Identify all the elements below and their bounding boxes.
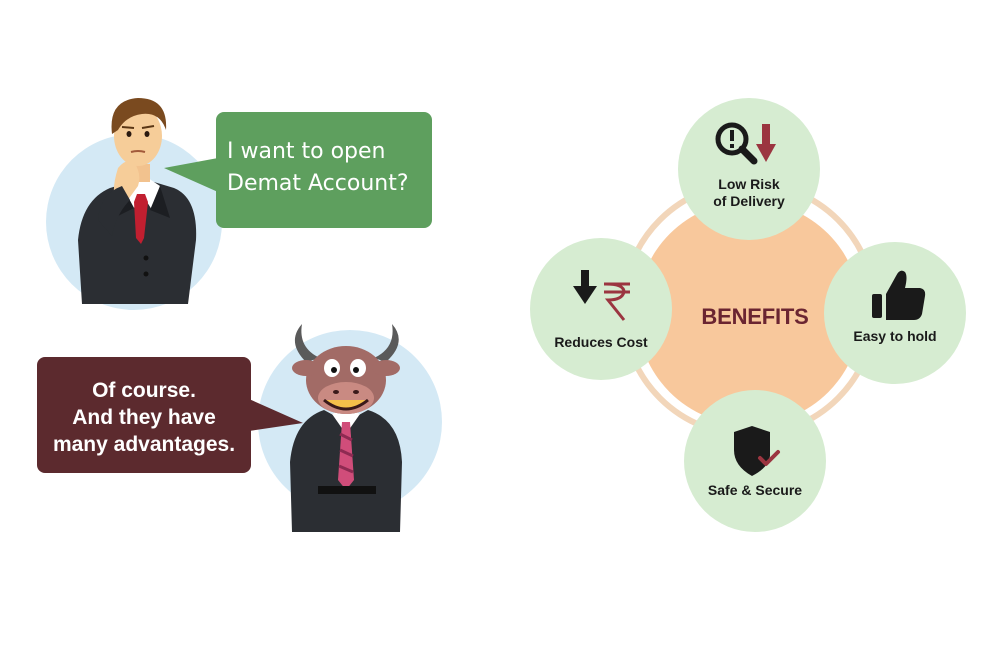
benefits-title: BENEFITS — [701, 304, 809, 329]
magnifier-exclamation-down-arrow-icon — [715, 122, 776, 165]
down-arrow-rupee-icon — [573, 270, 630, 321]
benefit-node-low-risk — [678, 98, 820, 240]
benefits-center-circle — [637, 201, 861, 425]
question-line-2: Demat Account? — [227, 171, 409, 196]
benefit-label-line: Safe & Secure — [707, 482, 803, 498]
shield-check-icon — [734, 426, 780, 476]
benefit-label-easy-to-hold: Easy to hold — [828, 328, 962, 345]
benefit-label-line: Easy to hold — [853, 328, 937, 344]
bull-avatar — [258, 324, 442, 532]
speech-bubble-tail — [164, 158, 218, 192]
thumbs-up-icon — [872, 270, 926, 320]
question-speech-bubble: I want to open Demat Account? — [164, 112, 432, 228]
answer-line-3: many advantages. — [52, 433, 236, 456]
benefits-ring — [620, 180, 878, 438]
question-line-1: I want to open — [227, 139, 386, 164]
benefit-label-safe-secure: Safe & Secure — [690, 482, 820, 499]
benefit-label-line: of Delivery — [713, 193, 785, 209]
benefit-node-reduces-cost — [530, 238, 672, 380]
benefit-label-reduces-cost: Reduces Cost — [536, 334, 666, 351]
benefit-label-line: Reduces Cost — [554, 334, 648, 350]
benefit-node-easy-to-hold — [824, 242, 966, 384]
answer-speech-bubble: Of course. And they have many advantages… — [37, 357, 303, 473]
benefit-label-low-risk: Low Risk of Delivery — [684, 176, 814, 210]
benefit-node-safe-secure — [684, 390, 826, 532]
conversation: I want to open Demat Account? Of course. — [0, 0, 480, 661]
answer-line-1: Of course. — [92, 379, 196, 402]
benefit-label-line: Low Risk — [718, 176, 780, 192]
speech-bubble-tail — [249, 399, 303, 431]
businessman-avatar — [46, 98, 222, 310]
answer-line-2: And they have — [72, 406, 216, 429]
